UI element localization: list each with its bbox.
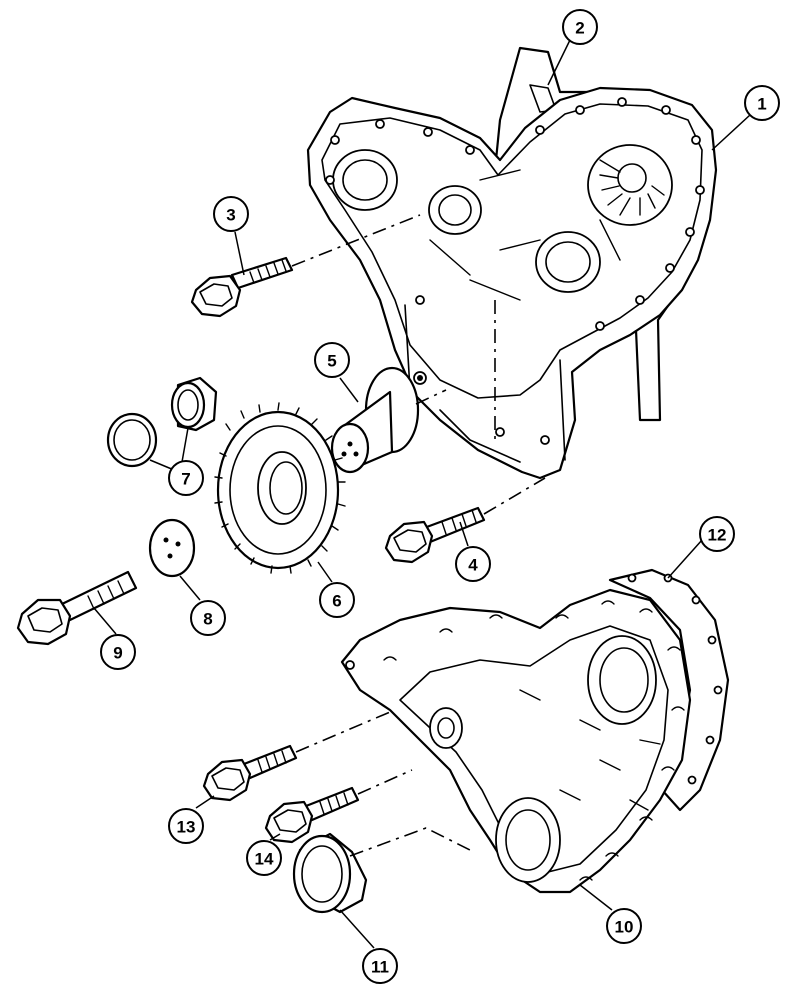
callout-number: 12: [708, 526, 727, 545]
bushings: [106, 376, 218, 468]
callout-number: 11: [371, 958, 389, 977]
bolt-14: [264, 786, 360, 844]
alignment-lines: [291, 214, 546, 857]
callout-8: 8: [190, 600, 226, 636]
callout-number: 14: [255, 850, 274, 869]
thrust-washer: [148, 518, 196, 578]
front-gasket: [608, 568, 730, 812]
callout-circle: [314, 342, 350, 378]
leader-lines: [93, 39, 751, 949]
callout-2: 2: [562, 9, 598, 45]
crank-seal: [292, 832, 368, 914]
callout-3: 3: [213, 196, 249, 232]
callout-circle: [168, 808, 204, 844]
callout-circle: [562, 9, 598, 45]
bolt-upper: [190, 256, 294, 318]
idler-hub: [330, 366, 420, 474]
callout-number: 4: [468, 556, 478, 575]
callout-circle: [362, 948, 398, 984]
callout-number: 3: [226, 206, 235, 225]
bolt-large: [16, 570, 138, 646]
callout-number: 7: [181, 470, 190, 489]
callout-5: 5: [314, 342, 350, 378]
callout-circle: [606, 908, 642, 944]
callout-circle: [168, 460, 204, 496]
front-timing-cover: [340, 588, 692, 894]
callout-13: 13: [168, 808, 204, 844]
callout-7: 7: [168, 460, 204, 496]
idler-gear: [214, 402, 346, 574]
callout-12: 12: [699, 516, 735, 552]
bolt-middle: [384, 506, 486, 564]
callout-number: 1: [757, 95, 766, 114]
bolt-13: [202, 744, 298, 802]
callout-circle: [190, 600, 226, 636]
callout-number: 6: [332, 592, 341, 611]
callout-number: 10: [615, 918, 634, 937]
callout-number: 9: [113, 644, 122, 663]
callout-6: 6: [319, 582, 355, 618]
callout-circle: [699, 516, 735, 552]
callout-circle: [100, 634, 136, 670]
callout-circle: [455, 546, 491, 582]
callout-14: 14: [246, 840, 282, 876]
callout-number: 5: [327, 352, 336, 371]
callout-circle: [319, 582, 355, 618]
callout-number: 8: [203, 610, 212, 629]
callout-4: 4: [455, 546, 491, 582]
callout-number: 2: [575, 19, 584, 38]
callout-circle: [744, 85, 780, 121]
callout-1: 1: [744, 85, 780, 121]
callout-number: 13: [177, 818, 196, 837]
callout-circle: [213, 196, 249, 232]
callout-11: 11: [362, 948, 398, 984]
callout-10: 10: [606, 908, 642, 944]
callout-circle: [246, 840, 282, 876]
callout-9: 9: [100, 634, 136, 670]
